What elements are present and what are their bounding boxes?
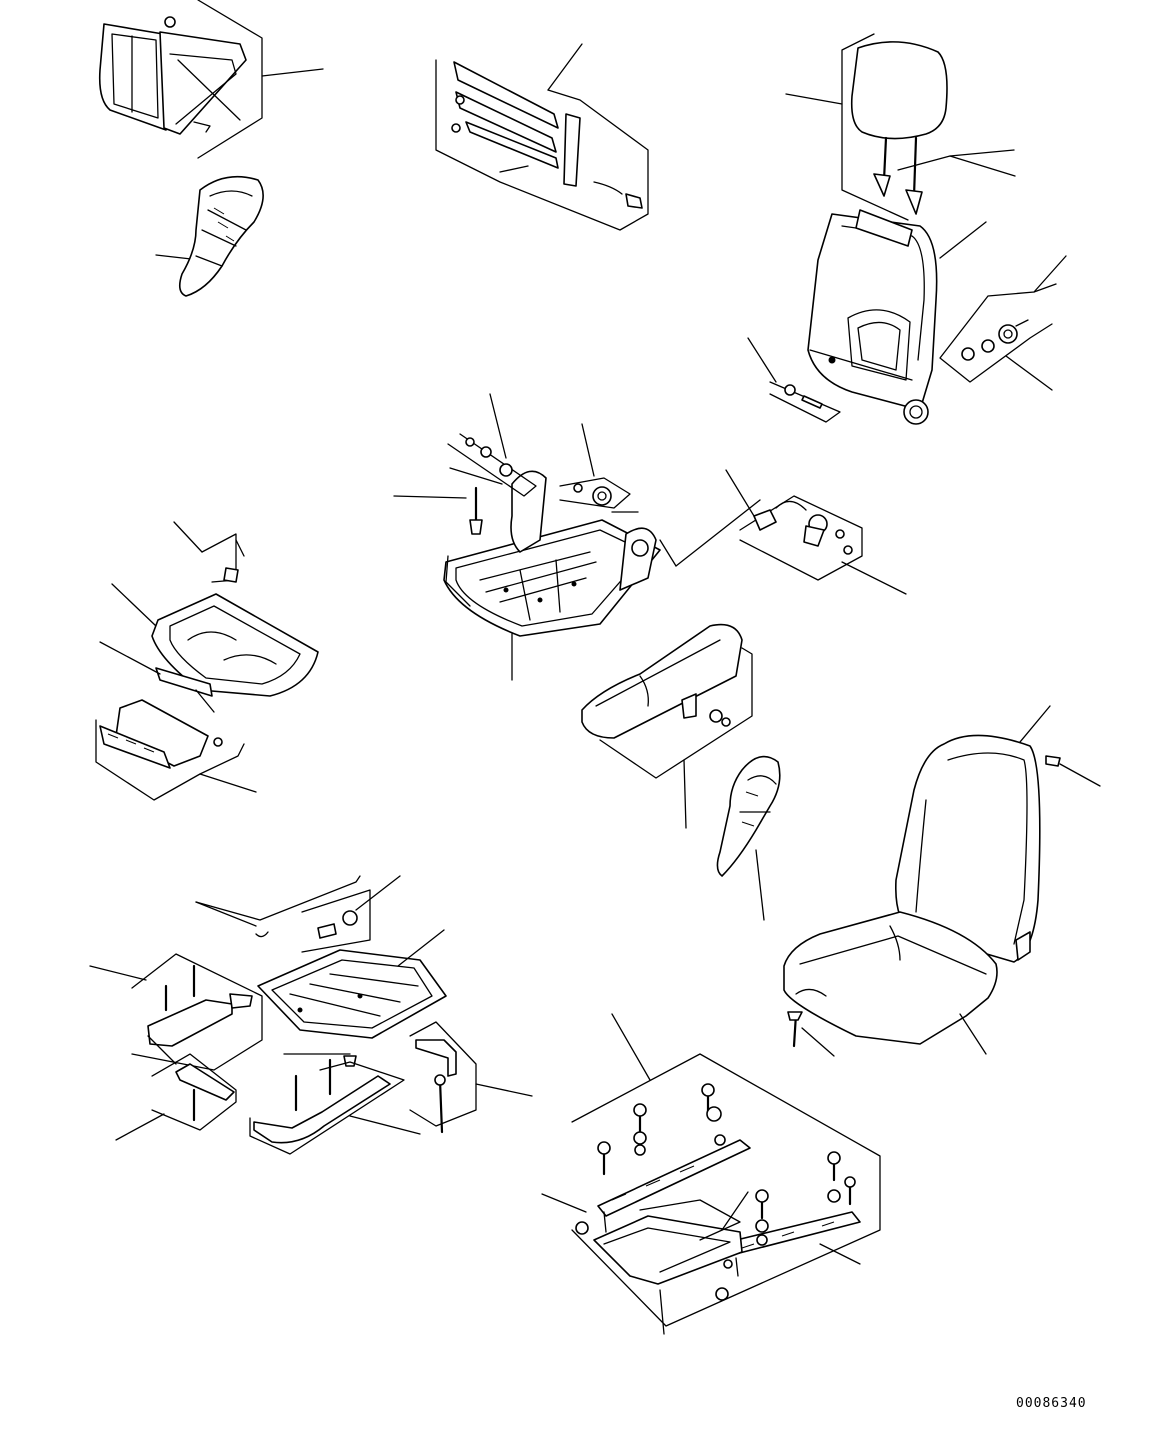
part-side-cover-left	[156, 177, 263, 296]
part-pin-bracket	[410, 1022, 532, 1132]
drawing-number: 00086340	[1016, 1396, 1087, 1411]
part-lever-assembly	[660, 470, 906, 594]
part-slide-rail-group	[542, 1014, 880, 1334]
part-headrest-group	[786, 34, 1015, 220]
part-complete-seat	[784, 706, 1100, 1056]
part-recliner-hardware	[940, 256, 1066, 390]
part-frame-fasteners	[448, 394, 638, 534]
part-seat-pan-group	[100, 522, 318, 712]
part-side-cover-right	[717, 757, 779, 920]
part-rail-cover-left	[96, 700, 256, 800]
part-armrest	[582, 625, 752, 828]
part-back-frame	[808, 210, 986, 424]
part-bolt-washer-pair	[748, 338, 840, 422]
part-slide-bracket-left-lower	[116, 1054, 236, 1140]
part-front-cover-lower	[250, 1054, 420, 1154]
part-back-panel-group	[100, 0, 323, 158]
part-base-frame-group	[196, 876, 446, 1038]
part-seat-frame	[394, 471, 660, 680]
part-back-suspension-group	[436, 44, 648, 230]
part-slide-bracket-left	[90, 954, 262, 1070]
